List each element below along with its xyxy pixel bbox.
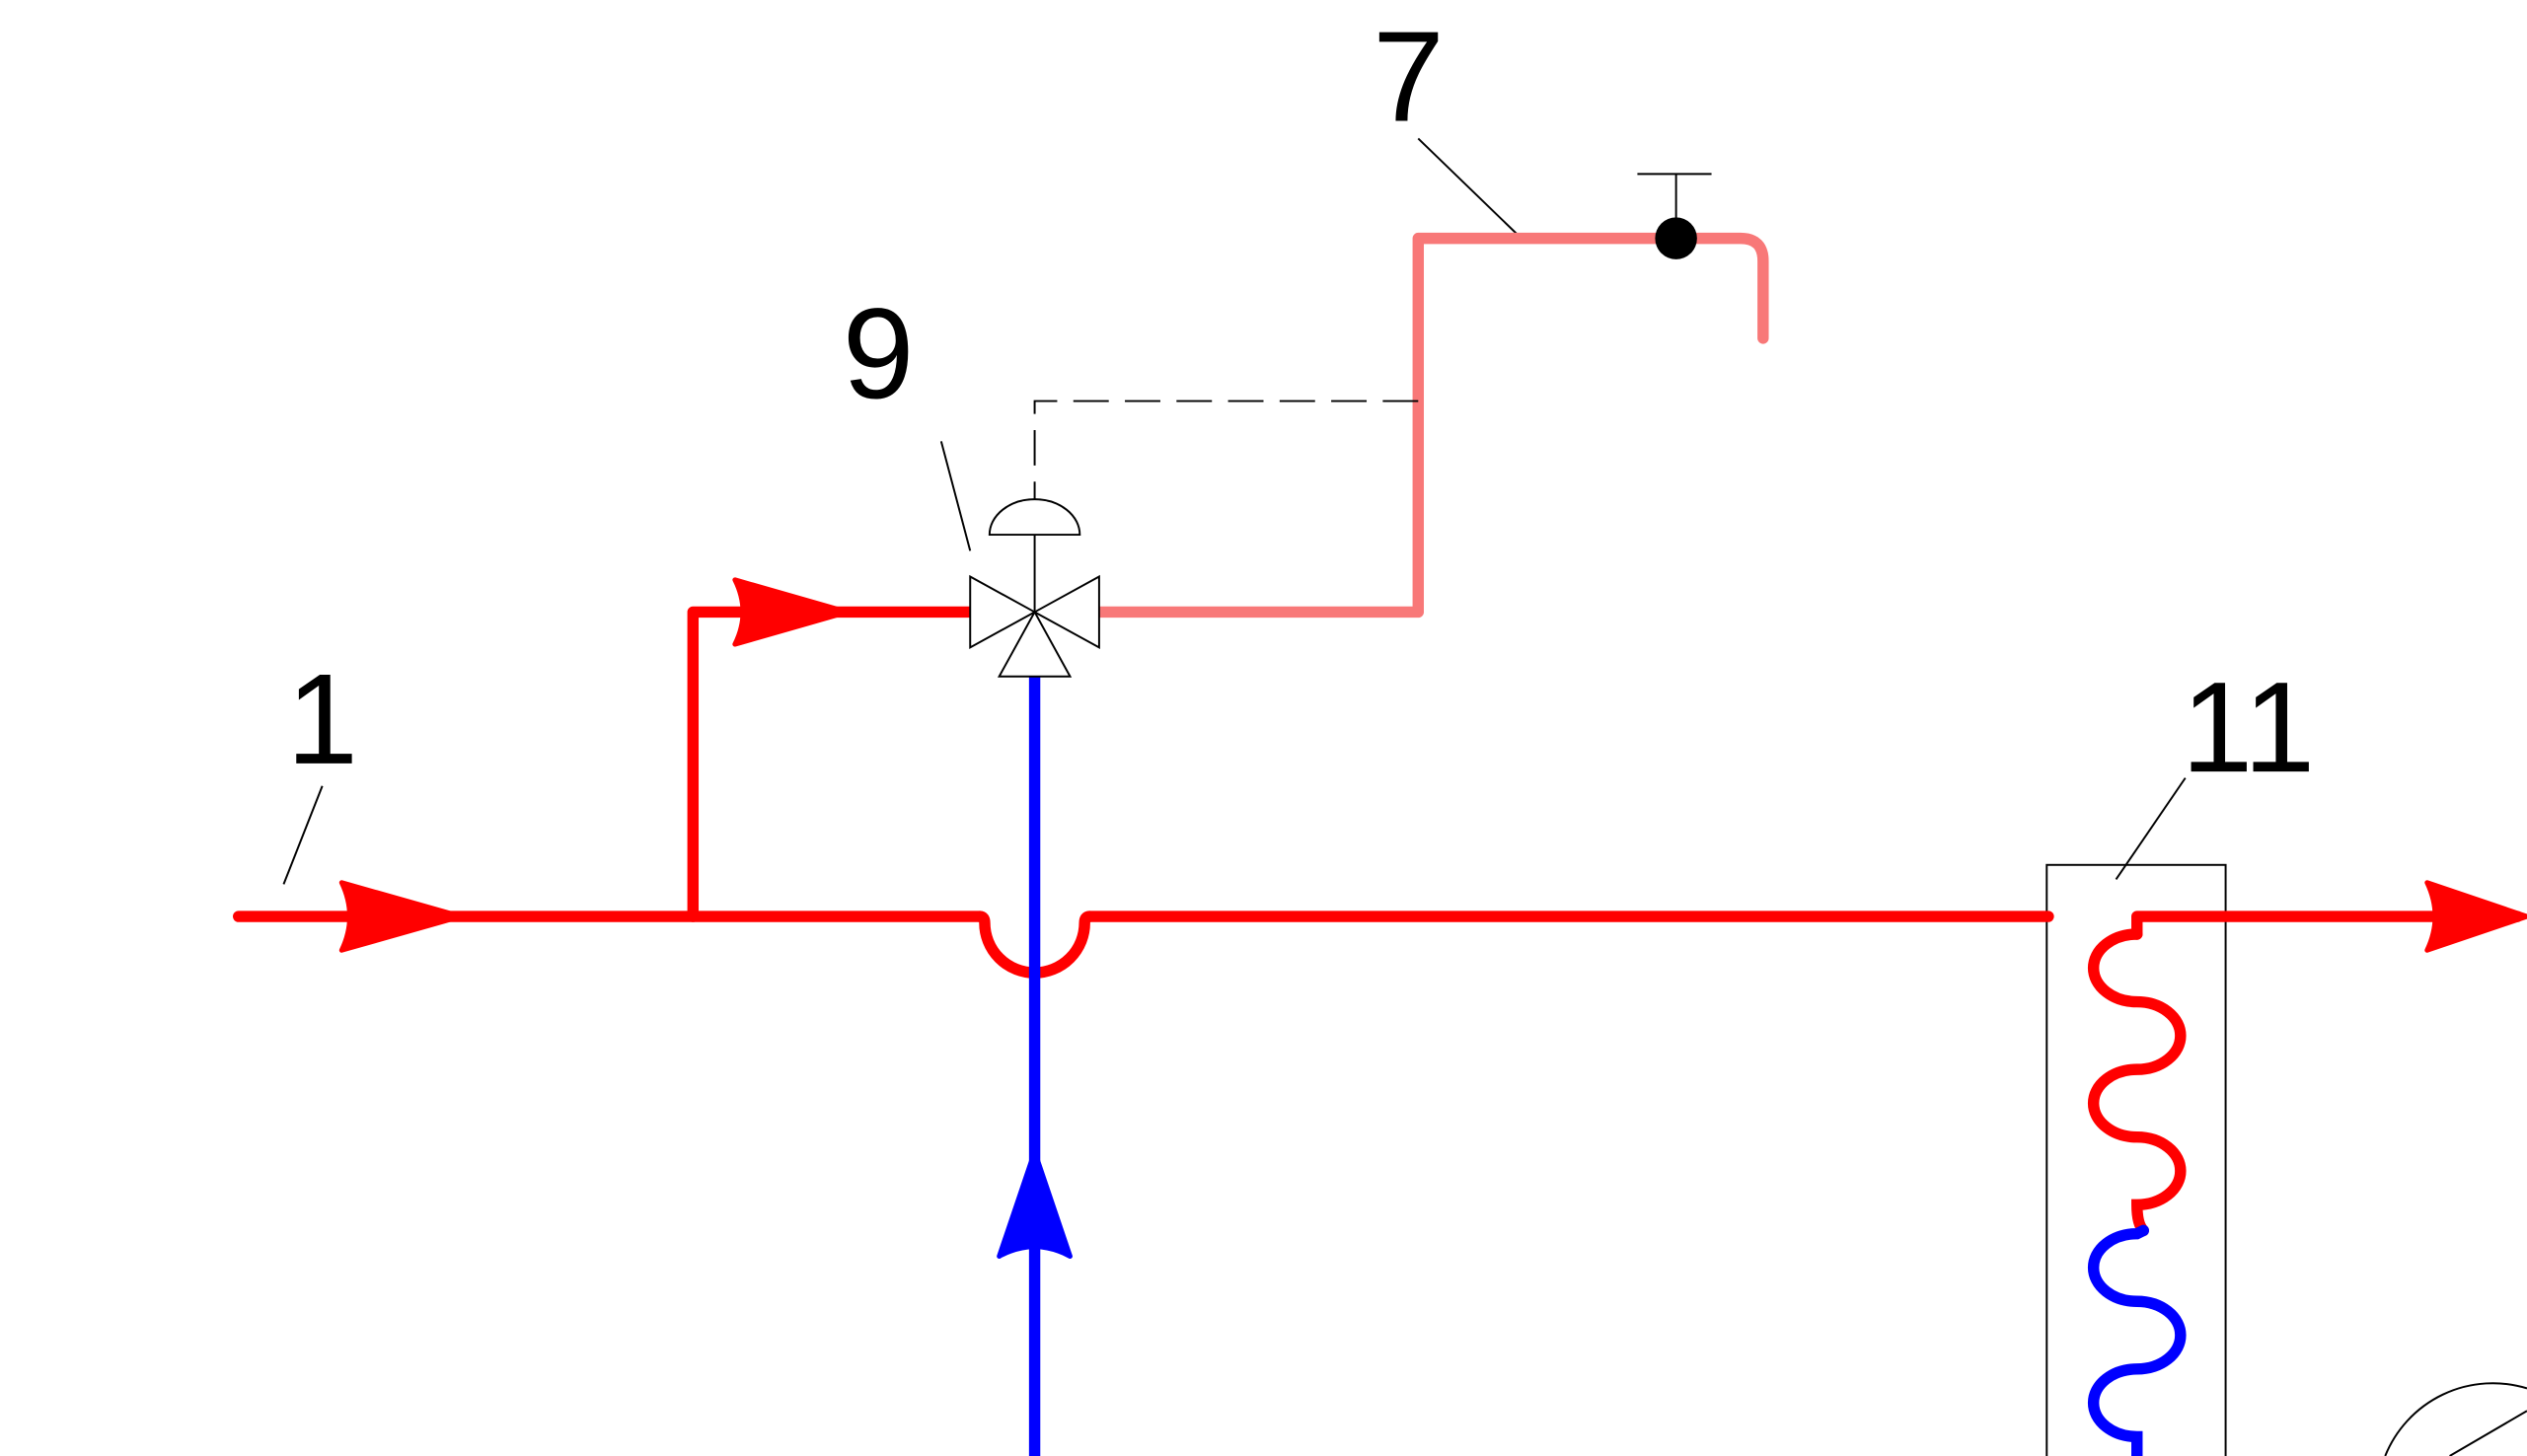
label-9: 9 bbox=[843, 281, 915, 425]
supply-flow-arrows bbox=[338, 577, 2527, 953]
flow-arrow-icon bbox=[732, 577, 851, 647]
flow-arrow-icon bbox=[338, 880, 464, 953]
label-1: 1 bbox=[286, 647, 358, 791]
label-7: 7 bbox=[1373, 4, 1445, 148]
temperature-sensor-icon bbox=[1637, 173, 1712, 259]
mixed-supply-pipe-7 bbox=[1089, 232, 1769, 619]
partial-gauge-icon bbox=[2384, 1382, 2527, 1456]
three-way-valve-icon bbox=[969, 498, 1100, 678]
leader-lines bbox=[282, 137, 2187, 885]
leader-line-11 bbox=[2115, 777, 2187, 881]
heat-exchanger-coil-icon bbox=[2087, 928, 2187, 1456]
valve-actuator-icon bbox=[988, 498, 1081, 537]
leader-line-9 bbox=[939, 441, 972, 551]
heat-exchanger-box bbox=[2045, 863, 2227, 1456]
coil-return-section bbox=[2087, 1224, 2187, 1456]
leader-line-1 bbox=[282, 785, 324, 885]
flow-arrow-icon bbox=[997, 1148, 1073, 1259]
label-11: 11 bbox=[2182, 655, 2316, 799]
leader-line-7 bbox=[1417, 137, 1521, 238]
control-signal-line bbox=[1033, 400, 1419, 513]
coil-supply-section bbox=[2087, 928, 2187, 1237]
flow-arrow-icon bbox=[2424, 880, 2527, 953]
return-pipe bbox=[997, 671, 1073, 1456]
